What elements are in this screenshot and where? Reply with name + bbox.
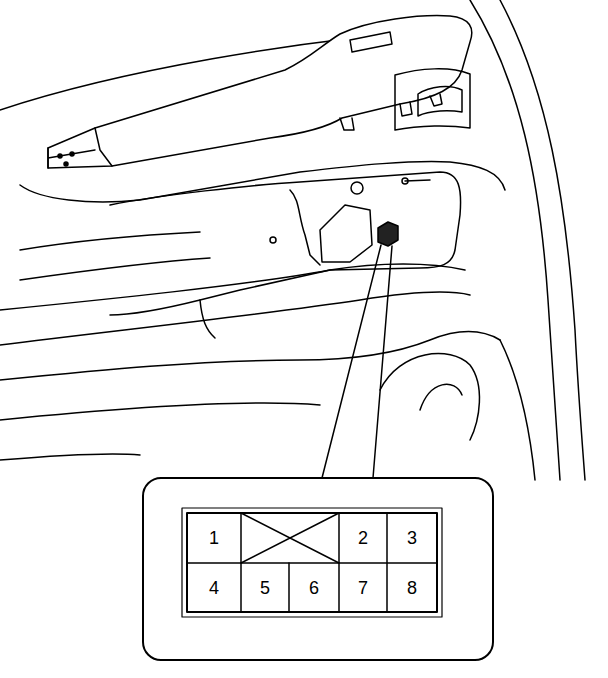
switch-clip [340,94,442,130]
handle-recess [395,69,470,130]
cell-divider [241,513,387,612]
switch-panel-edge [95,128,112,166]
empty-cavity-mark [241,513,339,563]
leader-line [373,246,392,478]
pin-number: 7 [358,579,368,597]
pin-number: 6 [309,579,319,597]
armrest-pocket [290,190,320,265]
pin-clip [405,180,430,181]
pin-number: 3 [407,529,417,547]
panel-line [500,340,535,480]
callout-box [143,478,493,660]
pocket-insert [320,205,372,262]
cell-divider [187,562,437,564]
pin-number: 5 [260,579,270,597]
bracket-hole [64,162,68,166]
door-edge [500,0,585,480]
pin-number: 2 [358,529,368,547]
pin-number: 8 [407,579,417,597]
connector [378,222,398,246]
armrest-edge [0,292,470,345]
armrest-edge [200,300,215,338]
panel-line [0,454,140,460]
panel-line [0,403,320,420]
screw-hole [270,237,276,243]
speaker-recess [420,384,462,410]
leader-line [322,245,381,478]
bracket-hole [70,152,74,156]
switch-button [350,32,392,52]
door-edge [470,0,560,480]
screw-hole [351,182,363,194]
pin-number: 4 [209,579,219,597]
door-handle [418,87,462,116]
switch-panel-bracket [48,148,95,168]
armrest-top [0,264,465,310]
speaker-recess [380,354,479,440]
bracket-hole [58,154,62,158]
connector-housing [182,508,442,617]
panel-line [20,162,505,202]
panel-line [20,232,210,280]
panel-line [0,332,500,380]
pin-number: 1 [209,529,219,547]
connector-face [187,513,437,612]
switch-panel [48,16,472,168]
